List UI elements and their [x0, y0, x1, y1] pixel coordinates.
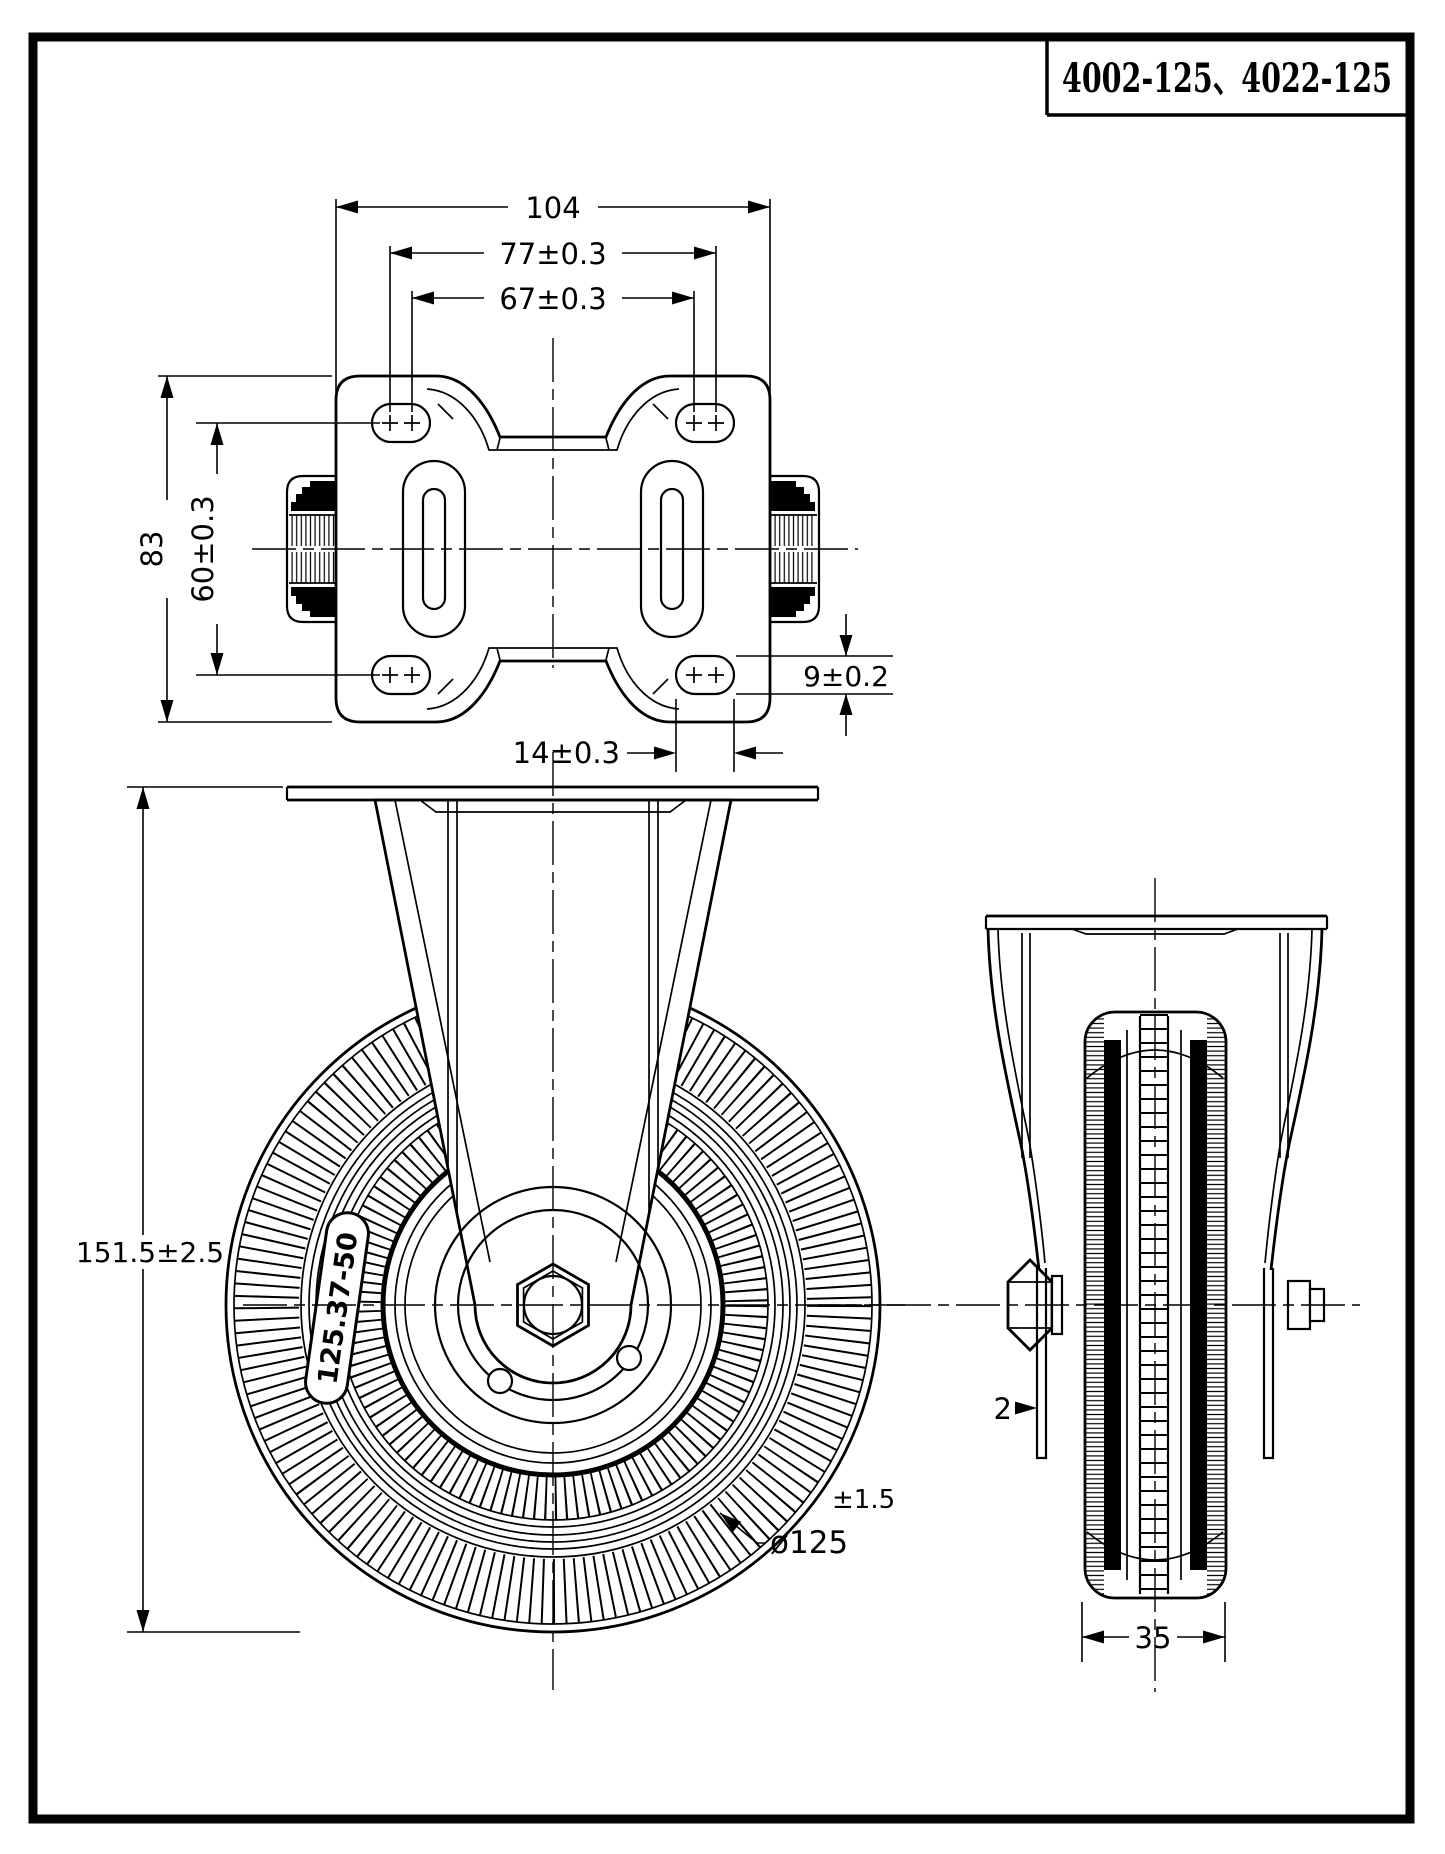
dim-text-wheel-diameter: ø125: [770, 1525, 848, 1561]
dim-text-overall-height: 151.5±2.5: [76, 1236, 224, 1269]
dim-text-slot-width: 9±0.2: [803, 660, 889, 693]
dim-slot-width: 9±0.2: [736, 614, 893, 736]
dim-bracket-thickness: 2: [994, 1392, 1037, 1426]
bracket-side: [984, 914, 1329, 1271]
dim-text-overall-depth: 83: [135, 531, 169, 568]
dim-text-wheel-width: 35: [1135, 1621, 1172, 1655]
front-view: 125.37-50: [74, 752, 905, 1690]
dim-hole-span-outer: 77±0.3: [389, 237, 717, 412]
fork-front: [373, 798, 733, 1385]
title-block: 4002-125、4022-125: [1045, 41, 1406, 117]
top-view: 104 77±0.3 67±0.3: [134, 190, 893, 772]
model-number-text: 4002-125、4022-125: [1062, 55, 1392, 102]
hub-hole-left: [486, 1367, 514, 1395]
side-view: 2 35: [818, 878, 1360, 1692]
bracket-leg-ends: [1035, 1268, 1275, 1460]
dim-text-wheel-diameter-tol: ±1.5: [832, 1485, 895, 1515]
dim-text-overall-width: 104: [525, 191, 580, 225]
dim-overall-width: 104: [335, 190, 771, 392]
wheel-tread-left: [285, 474, 337, 624]
dim-overall-height: 151.5±2.5: [74, 786, 300, 1633]
dim-slot-length: 14±0.3: [513, 699, 783, 772]
dim-text-hole-span-outer: 77±0.3: [499, 237, 606, 271]
dim-hole-row-spacing: 60±0.3: [184, 422, 380, 676]
page-border: [28, 32, 1415, 1824]
dim-wheel-diameter: ø125 ±1.5: [719, 1485, 895, 1561]
dim-wheel-width: 35: [1081, 1602, 1226, 1662]
dim-text-slot-length: 14±0.3: [513, 736, 620, 770]
wheel-tread-right: [769, 474, 821, 624]
bolt-slot-top-right: [674, 402, 736, 444]
dim-overall-depth: 83: [134, 375, 332, 723]
bolt-slot-top-left: [370, 402, 432, 444]
dim-text-hole-span-inner: 67±0.3: [499, 282, 606, 316]
dim-hole-span-inner: 67±0.3: [411, 282, 695, 412]
hub-hole-right: [615, 1344, 643, 1372]
dim-text-hole-row-spacing: 60±0.3: [186, 495, 220, 602]
wheel-brand-label: 125.37-50: [304, 1211, 370, 1405]
dim-text-bracket-thickness: 2: [994, 1392, 1012, 1426]
bolt-slot-bottom-right: [674, 654, 736, 696]
bolt-slot-bottom-left: [370, 654, 432, 696]
plate-bend-ticks: [437, 403, 669, 695]
